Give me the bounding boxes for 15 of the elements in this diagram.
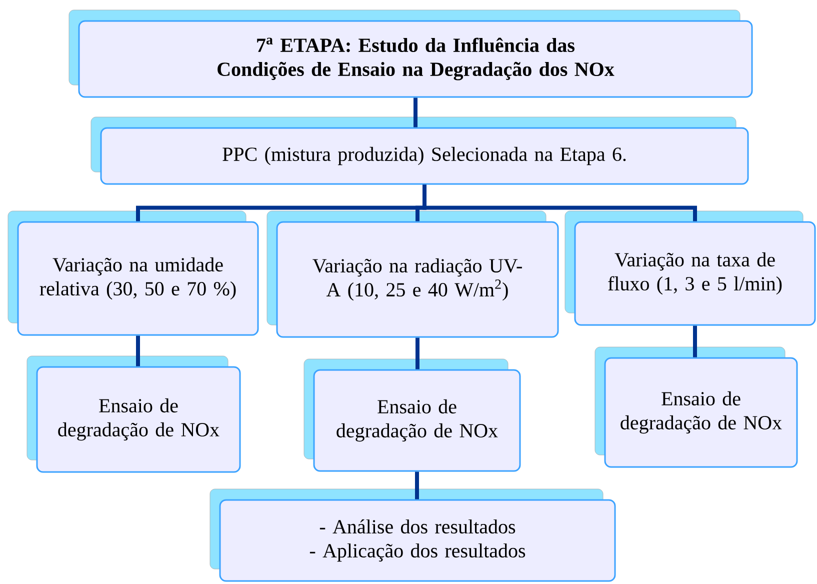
process-box: Variação na taxa de fluxo (1, 3 e 5 l/min) [564,210,816,326]
connector-line [422,184,697,222]
process-box: Ensaio de degradação de NOx [26,356,241,473]
connector-line [136,336,140,366]
process-box: Variação na umidade relativa (30, 50 e 70 %) [8,210,259,336]
connector-line [415,472,419,500]
process-box: Ensaio de degradação de NOx [594,346,798,468]
process-box: - Análise dos resultados - Aplicação dos resultados [210,488,616,582]
process-box: Variação na radiação UV-A (10, 25 e 40 W/m$^{2}$) [266,210,559,338]
process-box: PPC (mistura produzida) Selecionada na Etapa 6. [90,116,749,185]
connector-line [416,338,420,370]
connector-line [414,98,418,128]
process-box: Ensaio de degradação de NOx [304,358,521,472]
process-box: 7$^{a}$ ETAPA: Estudo da Influência das Condições de Ensaio na Degradação dos NOx [68,10,753,98]
connector-line [693,326,697,358]
